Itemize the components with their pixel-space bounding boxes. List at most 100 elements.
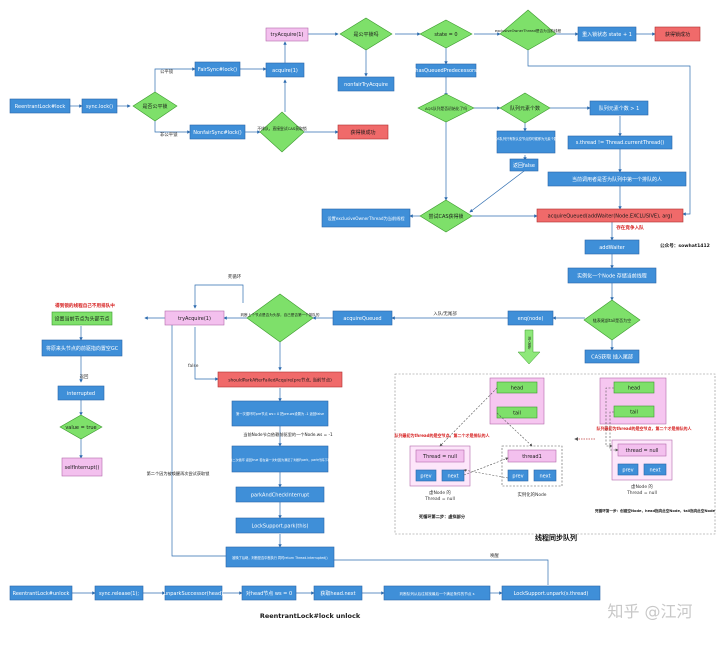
- acquire-queued-node: [536, 208, 684, 223]
- cas-get-decision: [419, 199, 473, 233]
- fair-edge-label: 公平锁: [160, 68, 174, 75]
- unlock-start-node: [9, 585, 73, 601]
- acquire-queued2-node: [332, 310, 393, 326]
- cas-tail-node: [584, 349, 640, 364]
- add-waiter-node: [584, 239, 640, 255]
- has-queued-label: hasQueuedPredecessors: [415, 68, 477, 74]
- enter-loop-label: 进入循环: [527, 335, 531, 350]
- clear-prev-node: [41, 339, 123, 357]
- left-head-label: head: [511, 386, 523, 392]
- queue-eq1-node: [496, 130, 556, 154]
- success-node: [337, 124, 389, 140]
- queue-gt1-node: [589, 100, 649, 116]
- thread1-label: thread1: [522, 454, 542, 460]
- thread-check-label: s.thread != Thread.currentThread(): [576, 140, 664, 146]
- left-tail-label: tail: [513, 411, 521, 417]
- fair-sync-node: [194, 61, 241, 77]
- should-park-node: [217, 371, 343, 388]
- interrupted-node: [57, 385, 105, 401]
- thread1-prev-label: prev: [512, 474, 523, 480]
- right-tail-label: tail: [630, 410, 638, 416]
- find-last-label: 判断队列从后往前找最后一个满足条件的节点 s: [400, 591, 475, 596]
- new-node-label: 实例化一个Node 存储当前线程: [577, 273, 647, 280]
- return-edge-label: 返回: [80, 373, 89, 380]
- set-head-label: 设置当前节点为头部节点: [54, 316, 109, 323]
- right-tail-node: [613, 405, 655, 418]
- acquire-label: acquire(1): [272, 68, 298, 74]
- enq-edge-label: 入队/无尾部: [433, 310, 457, 317]
- nonfair-edge-label: 非公平锁: [160, 131, 178, 138]
- unlock-start-label: ReentrantLock#unlock: [13, 591, 70, 597]
- left-caption-1: 虚Node 的: [429, 489, 451, 496]
- unparked-label: 被唤了后继，判断是否中断执行 同时return Thread.interrupt…: [232, 555, 327, 560]
- release-label: sync.release(1);: [99, 591, 139, 597]
- queue-title: 线程同步队列: [535, 533, 577, 542]
- start-lock-node: [9, 98, 71, 114]
- nonfair-sync-label: NonfairSync#lock(): [193, 130, 242, 136]
- queued-check-label: 当前调用者是否为队列中第一个排队的人: [572, 176, 662, 183]
- try-acquire2-node: [164, 310, 225, 326]
- return-false-node: [509, 158, 539, 172]
- head-ws-label: 对head节点 ws = 0: [246, 590, 292, 597]
- reentry-success-node: [654, 26, 701, 42]
- get-next-node: [313, 585, 363, 601]
- unpark-label: LockSupport.unpark(s.thread): [514, 591, 589, 597]
- get-lock-note: 得到锁的线程自己不用排队中: [54, 302, 115, 309]
- park-check-label: parkAndCheckInterrupt: [251, 493, 309, 499]
- acquire-node: [265, 62, 305, 78]
- thread-check-node: [567, 135, 673, 150]
- right-queue-note: 队列最初为thread的是空节点，第二个才是排队的人: [596, 425, 692, 431]
- watermark-text: 公众号：sowhat1412: [660, 242, 710, 249]
- unpark-node: [501, 585, 601, 601]
- spin-edge-label: 死循环: [228, 273, 242, 280]
- wake-edge-label: 唤醒: [490, 552, 499, 559]
- owner-check-decision: [499, 9, 557, 51]
- left-tail-node: [496, 406, 538, 419]
- false-edge-label: false: [188, 363, 199, 369]
- acquire-queued-label: acquireQueued(addWaiter(Node.EXCLUSIVE),…: [548, 214, 673, 220]
- thread1-next-label: next: [539, 474, 550, 480]
- reentry-node: [577, 26, 637, 42]
- is-first-decision: [246, 293, 314, 343]
- second-note: 第二个因为被唤醒再次尝试获取锁: [147, 470, 211, 477]
- second-round-node: [231, 445, 329, 473]
- sync-lock-label: sync.lock(): [86, 104, 113, 110]
- tail-check-decision: [583, 299, 641, 341]
- has-queued-node: [415, 63, 477, 78]
- add-waiter-label: addWaiter: [599, 245, 626, 251]
- should-park-label: shouldParkAfterFailedAcquire(pre节点, 当前节点…: [228, 377, 332, 384]
- unlock-flow: ReentrantLock#unlock sync.release(1); un…: [9, 552, 601, 620]
- connectors: [70, 32, 691, 595]
- left-prev-label: prev: [420, 474, 431, 480]
- enq-node: [507, 310, 554, 326]
- cas-get-label: 尝试CAS获得锁: [428, 213, 463, 220]
- is-first-label: 判断上个节点是否为头部，自己是否第一个排队的: [240, 312, 319, 317]
- step1-caption: 死循环第一步：创建空Node，head指向此空Node，tail指向此空Node: [595, 508, 715, 513]
- self-interrupt-node: [61, 457, 103, 477]
- ws-note: 当前Node节点依赖前驱里的一个Node.ws = -1: [243, 431, 333, 438]
- is-fair2-label: 是公平锁吗: [353, 31, 378, 38]
- park-check-node: [235, 486, 325, 503]
- return-false-label: 返回false: [513, 162, 535, 169]
- right-thread-null-label: thread = null: [626, 448, 659, 454]
- self-interrupt-label: selfInterrupt(): [65, 465, 100, 471]
- get-next-label: 获取head.next: [320, 590, 355, 597]
- success-label: 获得锁成功: [350, 129, 375, 136]
- value-true-label: value = true: [65, 425, 96, 431]
- is-fair2-decision: [339, 17, 393, 51]
- start-lock-label: ReentrantLock#lock: [15, 104, 66, 110]
- cas-try-label: 不排队，直接尝试CAS获取锁: [257, 126, 307, 131]
- owner-check-label: exclusiveOwnerThread是否为当前线程: [495, 28, 562, 33]
- left-thread-null-label: Thread = null: [422, 454, 457, 460]
- queue-panel-border: [394, 373, 716, 535]
- clear-prev-label: 将原来头节点的前驱指向置空GC: [46, 345, 119, 352]
- unpark-succ-node: [164, 585, 223, 601]
- init-check-label: AQS队列是否初始化了吗: [425, 106, 467, 111]
- left-queue-note: 队列最初为thread的是空节点，第二个才是排队的人: [394, 432, 490, 438]
- interrupted-label: interrupted: [67, 391, 95, 397]
- try-acquire-node: [265, 27, 309, 42]
- try-acquire2-label: tryAcquire(1): [178, 316, 211, 322]
- new-node-node: [567, 267, 657, 284]
- right-caption-1: 虚Node 的: [631, 483, 653, 490]
- first-round-label: 第一次循环时pre节点 ws= 0 把pre.ws设置为 -1 返回false: [236, 411, 324, 416]
